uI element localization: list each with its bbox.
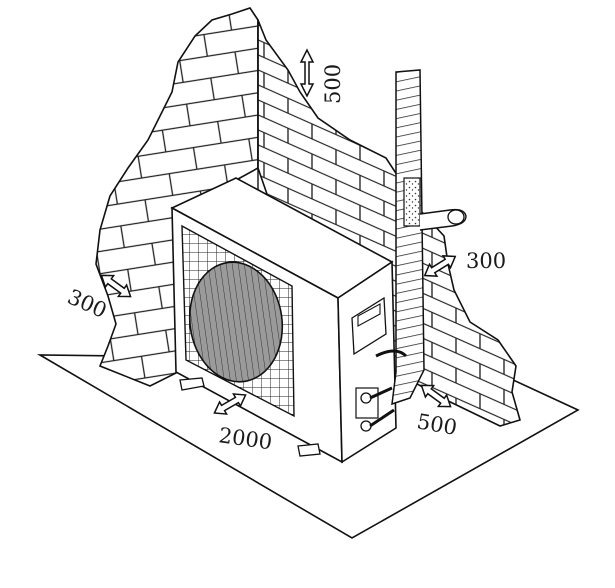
outdoor-unit [170,177,397,464]
fan-blade [188,261,284,383]
service-valves [355,386,395,432]
clearance-arrows [100,48,457,415]
clearance-arrow-right-side [420,384,452,408]
clearance-arrow-left-wall [100,274,132,298]
label-top-clearance: 500 [321,64,345,104]
insulation-cutaway [403,177,421,227]
clearance-arrow-top [299,48,315,98]
insulated-pipe [375,69,467,406]
label-pipe-side-clearance: 300 [466,249,506,273]
left-brick-wall [95,7,259,387]
label-left-wall-clearance: 300 [64,285,110,323]
clearance-arrow-pipe-side [423,255,457,277]
clearance-arrow-front [213,393,247,415]
